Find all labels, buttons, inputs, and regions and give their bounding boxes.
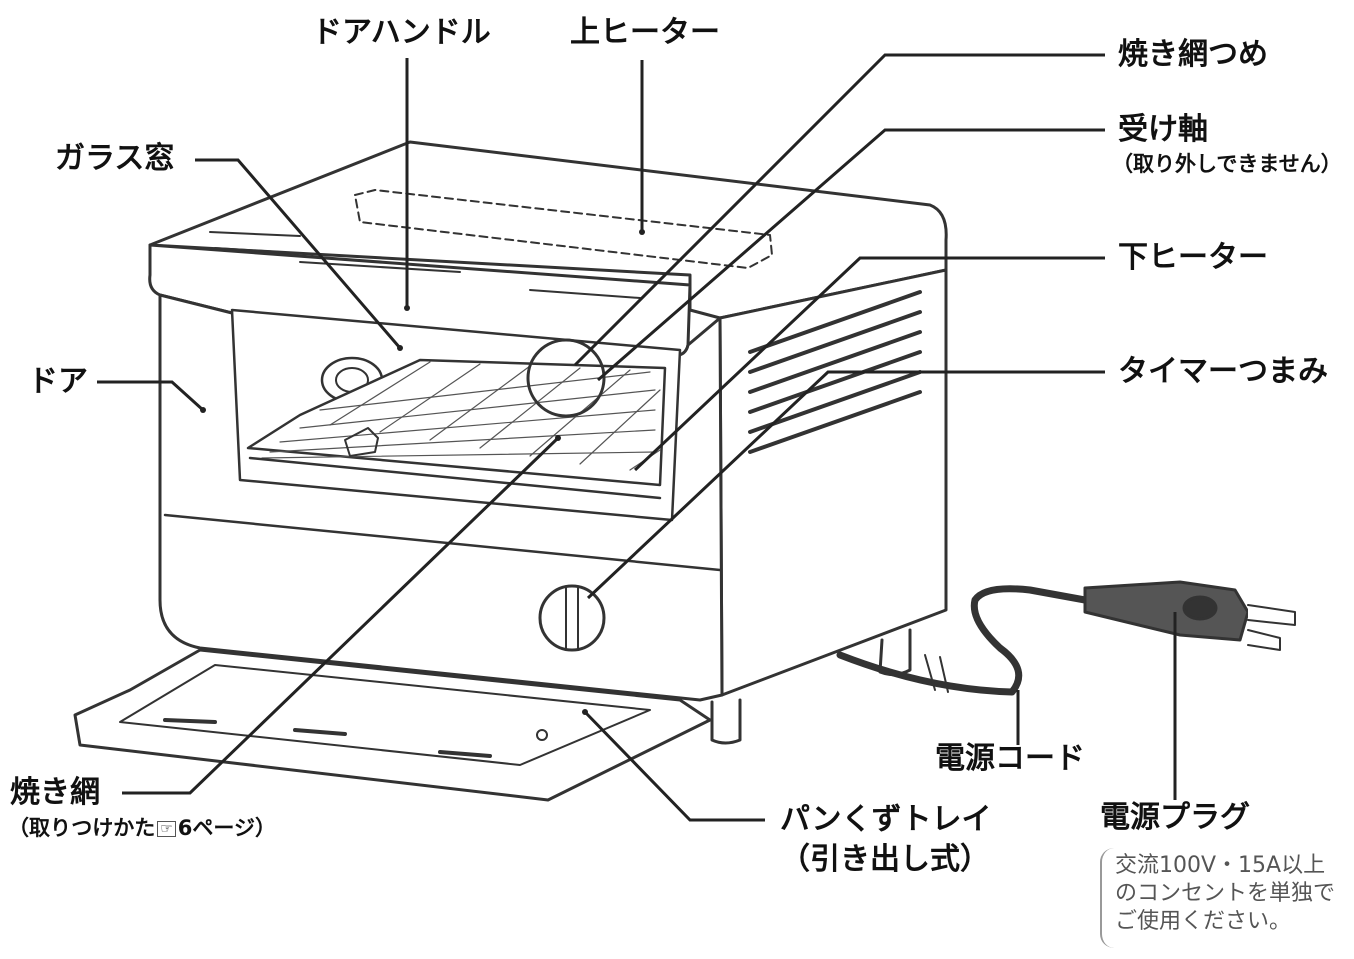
label-door-handle: ドアハンドル xyxy=(312,15,491,50)
label-crumb-tray-line1: パンくずトレイ xyxy=(780,802,992,837)
timer-knob-drawing xyxy=(538,584,606,652)
grill-rack-note-prefix: （取りつけかた xyxy=(8,816,156,840)
power-cord-drawing xyxy=(836,585,1089,696)
leader-timer-knob xyxy=(586,370,1105,600)
label-glass-window: ガラス窓 xyxy=(55,141,175,176)
grill-rack-note-suffix: 6ページ） xyxy=(177,816,276,840)
leader-lower-heater xyxy=(633,256,1105,472)
pointing-hand-icon: ☞ xyxy=(157,821,176,837)
power-plug-drawing xyxy=(1083,580,1250,642)
label-grill-rack-claw: 焼き網つめ xyxy=(1118,37,1268,72)
label-lower-heater: 下ヒーター xyxy=(1118,240,1268,275)
plug-note-line1: 交流100V・15A以上 xyxy=(1115,853,1326,878)
leader-receiving-shaft xyxy=(597,128,1105,382)
toaster-oven-illustration xyxy=(73,140,1296,802)
leader-grill-rack xyxy=(122,436,560,795)
label-upper-heater: 上ヒーター xyxy=(570,15,720,50)
label-door: ドア xyxy=(28,364,88,399)
vent-slots xyxy=(748,290,922,454)
leader-grill-rack-claw xyxy=(573,53,1105,367)
label-crumb-tray-line2: （引き出し式） xyxy=(780,842,990,877)
plug-note-line2: のコンセントを単独で xyxy=(1115,881,1336,906)
leader-door xyxy=(97,380,205,412)
rack-claw-highlight xyxy=(526,338,606,418)
oven-top xyxy=(148,140,948,320)
upper-heater-dashed xyxy=(354,189,773,269)
plug-note-bracket xyxy=(1100,848,1354,948)
label-receiving-shaft-note: （取り外しできません） xyxy=(1112,152,1342,176)
plug-note-line3: ご使用ください。 xyxy=(1115,909,1292,934)
label-power-cord: 電源コード xyxy=(935,741,1085,776)
leader-glass-window xyxy=(195,158,402,349)
leader-lines xyxy=(97,53,1177,822)
label-power-plug: 電源プラグ xyxy=(1100,800,1250,835)
label-receiving-shaft: 受け軸 xyxy=(1118,112,1208,147)
label-grill-rack-note: （取りつけかた☞6ページ） xyxy=(8,818,276,839)
label-timer-knob: タイマーつまみ xyxy=(1118,354,1328,389)
crumb-tray-drawing xyxy=(73,648,712,802)
label-grill-rack: 焼き網 xyxy=(10,775,100,810)
leader-crumb-tray xyxy=(583,710,765,822)
